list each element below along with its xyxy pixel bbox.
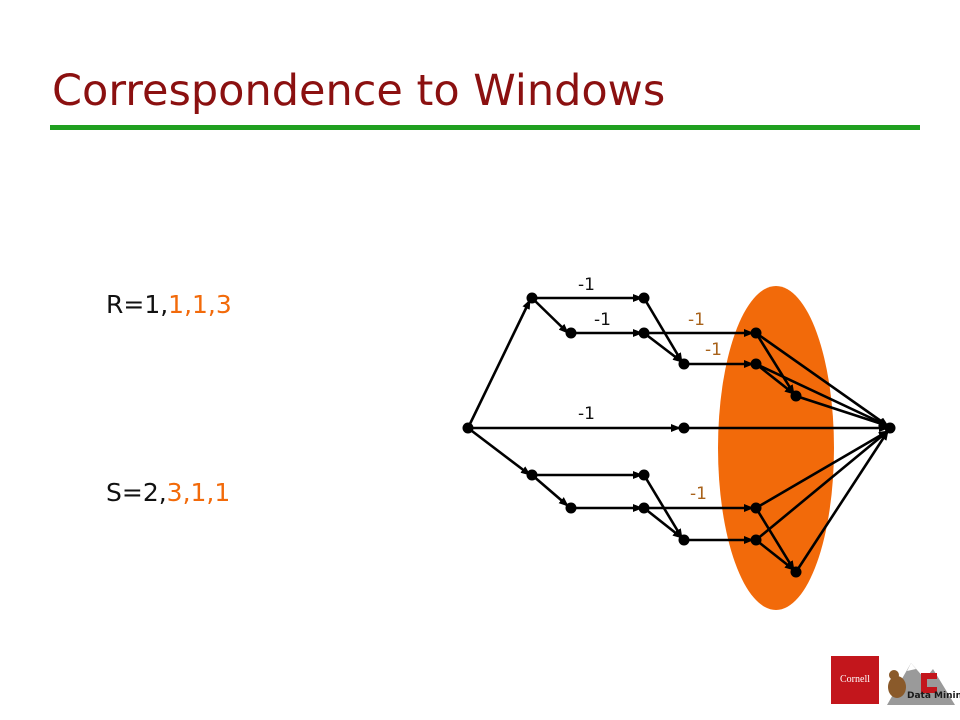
edge [642,297,684,363]
edge [755,538,795,572]
edge-label: -1 [578,275,595,295]
sequence-r: R=1,1,1,3 [106,290,232,319]
edge-label: -1 [690,484,707,504]
edge [755,362,795,396]
node [750,327,762,339]
node [678,534,690,546]
data-mining-mountain-icon: C [887,663,955,705]
node [750,358,762,370]
node [638,469,650,481]
node [750,502,762,514]
source-node [462,422,474,434]
edge-label: -1 [705,340,722,360]
sequence-s-highlight: 3,1,1 [166,478,231,507]
edge [531,474,569,507]
edge [643,506,683,540]
sequence-s: S=2,3,1,1 [106,478,230,507]
node [678,358,690,370]
edge [795,394,889,428]
title-underline [50,125,920,130]
edge [467,426,531,477]
data-mining-text: Data Mining [907,691,960,701]
footer-logos: Cornell C Data Mining [831,655,960,705]
node [750,534,762,546]
node [790,566,802,578]
slide-title: Correspondence to Windows [52,66,666,116]
sink-node [884,422,896,434]
graph-edges [466,294,890,573]
edge [754,507,796,571]
edge [754,332,796,395]
edge-label: -1 [578,404,595,424]
edge [642,474,684,539]
node [790,390,802,402]
node [638,502,650,514]
sequence-s-prefix: S=2, [106,478,167,507]
graph-nodes [462,292,896,578]
data-mining-logo: C Data Mining [881,655,960,705]
node [638,327,650,339]
edge [531,297,569,334]
edge [794,430,890,573]
edge [755,331,889,428]
edge-labels: -1 -1 -1 -1 -1 -1 [578,275,722,504]
edge-label: -1 [688,310,705,330]
sequence-r-highlight: 1,1,3 [168,290,232,319]
node [638,292,650,304]
edge [643,331,683,364]
cornell-logo-text: Cornell [840,674,870,685]
window-ellipse [718,286,834,610]
edge-label: -1 [594,310,611,330]
cornell-logo: Cornell [831,656,879,704]
edge [755,429,889,510]
node [526,469,538,481]
node [565,327,577,339]
edge [755,429,889,542]
data-mining-letter: C [928,676,929,678]
node [678,422,690,434]
node [526,292,538,304]
sequence-r-prefix: R=1, [106,290,169,319]
edge [755,362,889,428]
edge [466,299,532,429]
node [565,502,577,514]
